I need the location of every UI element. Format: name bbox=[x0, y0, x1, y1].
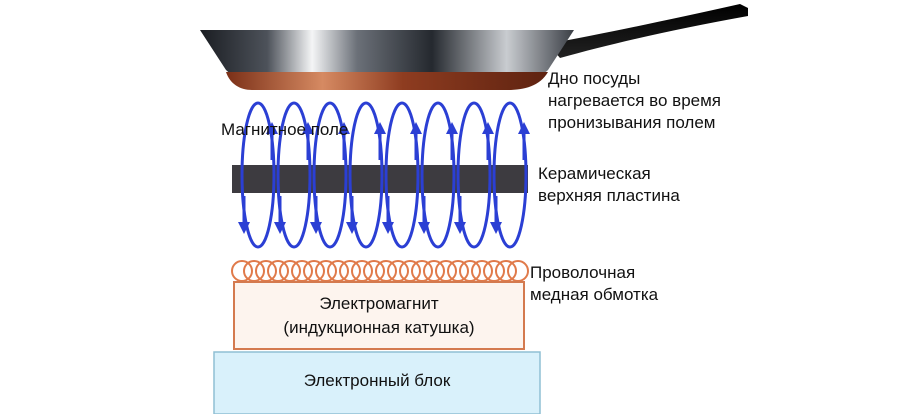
copper-winding-label-line-2: медная обмотка bbox=[530, 285, 659, 304]
coil-turn bbox=[507, 260, 529, 282]
pan-body bbox=[200, 30, 574, 80]
coil-turn bbox=[423, 260, 445, 282]
coil-turn bbox=[495, 260, 517, 282]
ceramic-plate bbox=[232, 165, 528, 193]
copper-coil-icon bbox=[231, 260, 529, 282]
field-loop bbox=[348, 101, 384, 249]
coil-turn bbox=[291, 260, 313, 282]
ceramic-plate-label-line-1: Керамическая bbox=[538, 164, 651, 183]
coil-turn bbox=[387, 260, 409, 282]
field-loop bbox=[456, 101, 492, 249]
coil-turn bbox=[243, 260, 265, 282]
field-loop bbox=[384, 101, 420, 249]
pan-handle bbox=[548, 4, 748, 58]
coil-turn bbox=[411, 260, 433, 282]
coil-turn bbox=[339, 260, 361, 282]
coil-turn bbox=[255, 260, 277, 282]
field-loop bbox=[240, 101, 276, 249]
ceramic-plate-label: Керамическая верхняя пластина bbox=[538, 163, 680, 207]
coil-turn bbox=[471, 260, 493, 282]
electromagnet-label: Электромагнит (индукционная катушка) bbox=[234, 292, 524, 340]
field-loop bbox=[276, 101, 312, 249]
field-loop bbox=[420, 101, 456, 249]
pan-bottom-label-line-2: нагревается во время bbox=[548, 91, 722, 110]
coil-turn bbox=[459, 260, 481, 282]
coil-turn bbox=[363, 260, 385, 282]
coil-turn bbox=[447, 260, 469, 282]
electromagnet-label-line-1: Электромагнит bbox=[319, 294, 439, 313]
pan-bottom-label-line-1: Дно посуды bbox=[548, 69, 641, 88]
magnetic-field-label: Магнитное поле bbox=[221, 120, 349, 139]
coil-turn bbox=[315, 260, 337, 282]
frying-pan-icon bbox=[200, 4, 748, 90]
magnetic-field-icon bbox=[238, 101, 530, 249]
coil-turn bbox=[483, 260, 505, 282]
coil-turn bbox=[375, 260, 397, 282]
ceramic-plate-label-line-2: верхняя пластина bbox=[538, 186, 680, 205]
electromagnet-label-line-2: (индукционная катушка) bbox=[283, 318, 475, 337]
coil-turn bbox=[231, 260, 253, 282]
electronic-unit-label: Электронный блок bbox=[303, 371, 451, 390]
coil-turn bbox=[435, 260, 457, 282]
electromagnet-box bbox=[233, 281, 525, 350]
coil-turn bbox=[351, 260, 373, 282]
pan-copper-base bbox=[226, 72, 548, 90]
field-loop bbox=[312, 101, 348, 249]
electronic-unit-box bbox=[213, 351, 541, 414]
field-loop bbox=[492, 101, 528, 249]
coil-turn bbox=[327, 260, 349, 282]
coil-turn bbox=[303, 260, 325, 282]
pan-bottom-label-line-3: пронизывания полем bbox=[548, 113, 716, 132]
coil-turn bbox=[267, 260, 289, 282]
coil-turn bbox=[279, 260, 301, 282]
copper-winding-label: Проволочная медная обмотка bbox=[530, 262, 658, 306]
pan-bottom-label: Дно посуды нагревается во время пронизыв… bbox=[548, 68, 721, 134]
coil-turn bbox=[399, 260, 421, 282]
copper-winding-label-line-1: Проволочная bbox=[530, 263, 636, 282]
